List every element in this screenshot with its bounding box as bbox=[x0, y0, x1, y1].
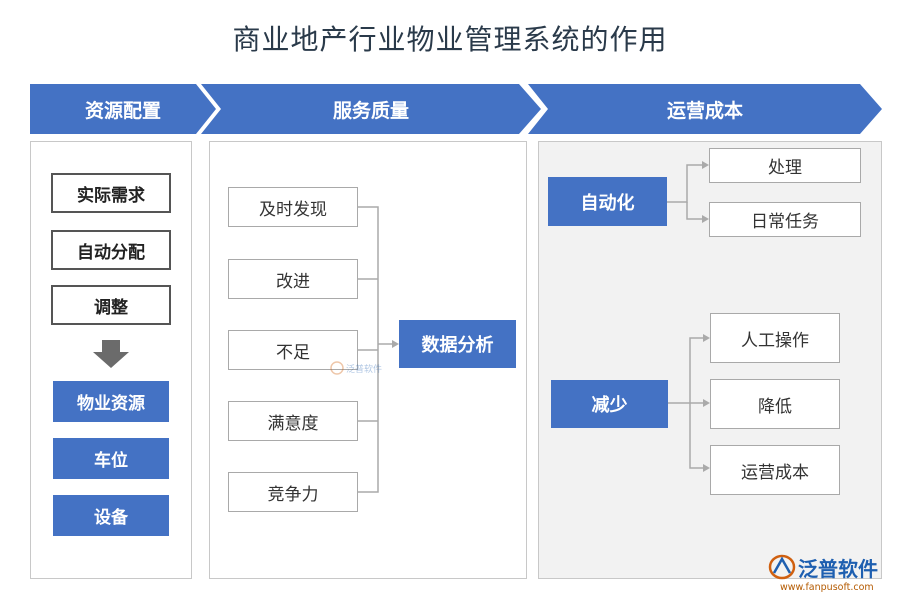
banner-label: 资源配置 bbox=[84, 99, 161, 122]
automation-box: 自动化 bbox=[548, 177, 667, 226]
watermark-text: 泛普软件 bbox=[346, 364, 383, 375]
banner-operating-cost: 运营成本 bbox=[528, 84, 882, 134]
chevron-shape bbox=[528, 84, 882, 134]
logo-text: 泛普软件 bbox=[798, 557, 878, 581]
step-actual-demand: 实际需求 bbox=[51, 173, 171, 213]
resource-property: 物业资源 bbox=[53, 381, 169, 422]
brand-logo: 泛普软件 www.fanpusoft.com bbox=[768, 551, 896, 597]
resource-parking: 车位 bbox=[53, 438, 169, 479]
reduce-item-manual-ops: 人工操作 bbox=[710, 313, 840, 363]
item-improvement: 改进 bbox=[228, 259, 358, 299]
reduce-item-lower: 降低 bbox=[710, 379, 840, 429]
resource-equipment: 设备 bbox=[53, 495, 169, 536]
banner-resource-allocation: 资源配置 bbox=[30, 84, 216, 134]
item-timely-detection: 及时发现 bbox=[228, 187, 358, 227]
item-deficiency: 不足 bbox=[228, 330, 358, 370]
step-adjust: 调整 bbox=[51, 285, 171, 325]
reduce-box: 减少 bbox=[551, 380, 668, 428]
item-satisfaction: 满意度 bbox=[228, 401, 358, 441]
down-arrow-icon bbox=[93, 340, 129, 368]
automation-item-daily-tasks: 日常任务 bbox=[709, 202, 861, 237]
banner-service-quality: 服务质量 bbox=[201, 84, 541, 134]
chevron-shape bbox=[30, 84, 216, 134]
reduce-item-operating-cost: 运营成本 bbox=[710, 445, 840, 495]
step-auto-allocate: 自动分配 bbox=[51, 230, 171, 270]
item-competitiveness: 竞争力 bbox=[228, 472, 358, 512]
fanpu-watermark-icon bbox=[330, 361, 344, 375]
banner-label: 运营成本 bbox=[666, 99, 743, 122]
fanpu-logo-icon bbox=[768, 554, 796, 580]
logo-url: www.fanpusoft.com bbox=[780, 582, 874, 593]
chevron-shape bbox=[201, 84, 541, 134]
banner-label: 服务质量 bbox=[332, 99, 409, 122]
automation-item-handle: 处理 bbox=[709, 148, 861, 183]
watermark: 泛普软件 bbox=[330, 361, 382, 375]
page-title: 商业地产行业物业管理系统的作用 bbox=[232, 23, 668, 56]
data-analysis-box: 数据分析 bbox=[399, 320, 516, 368]
